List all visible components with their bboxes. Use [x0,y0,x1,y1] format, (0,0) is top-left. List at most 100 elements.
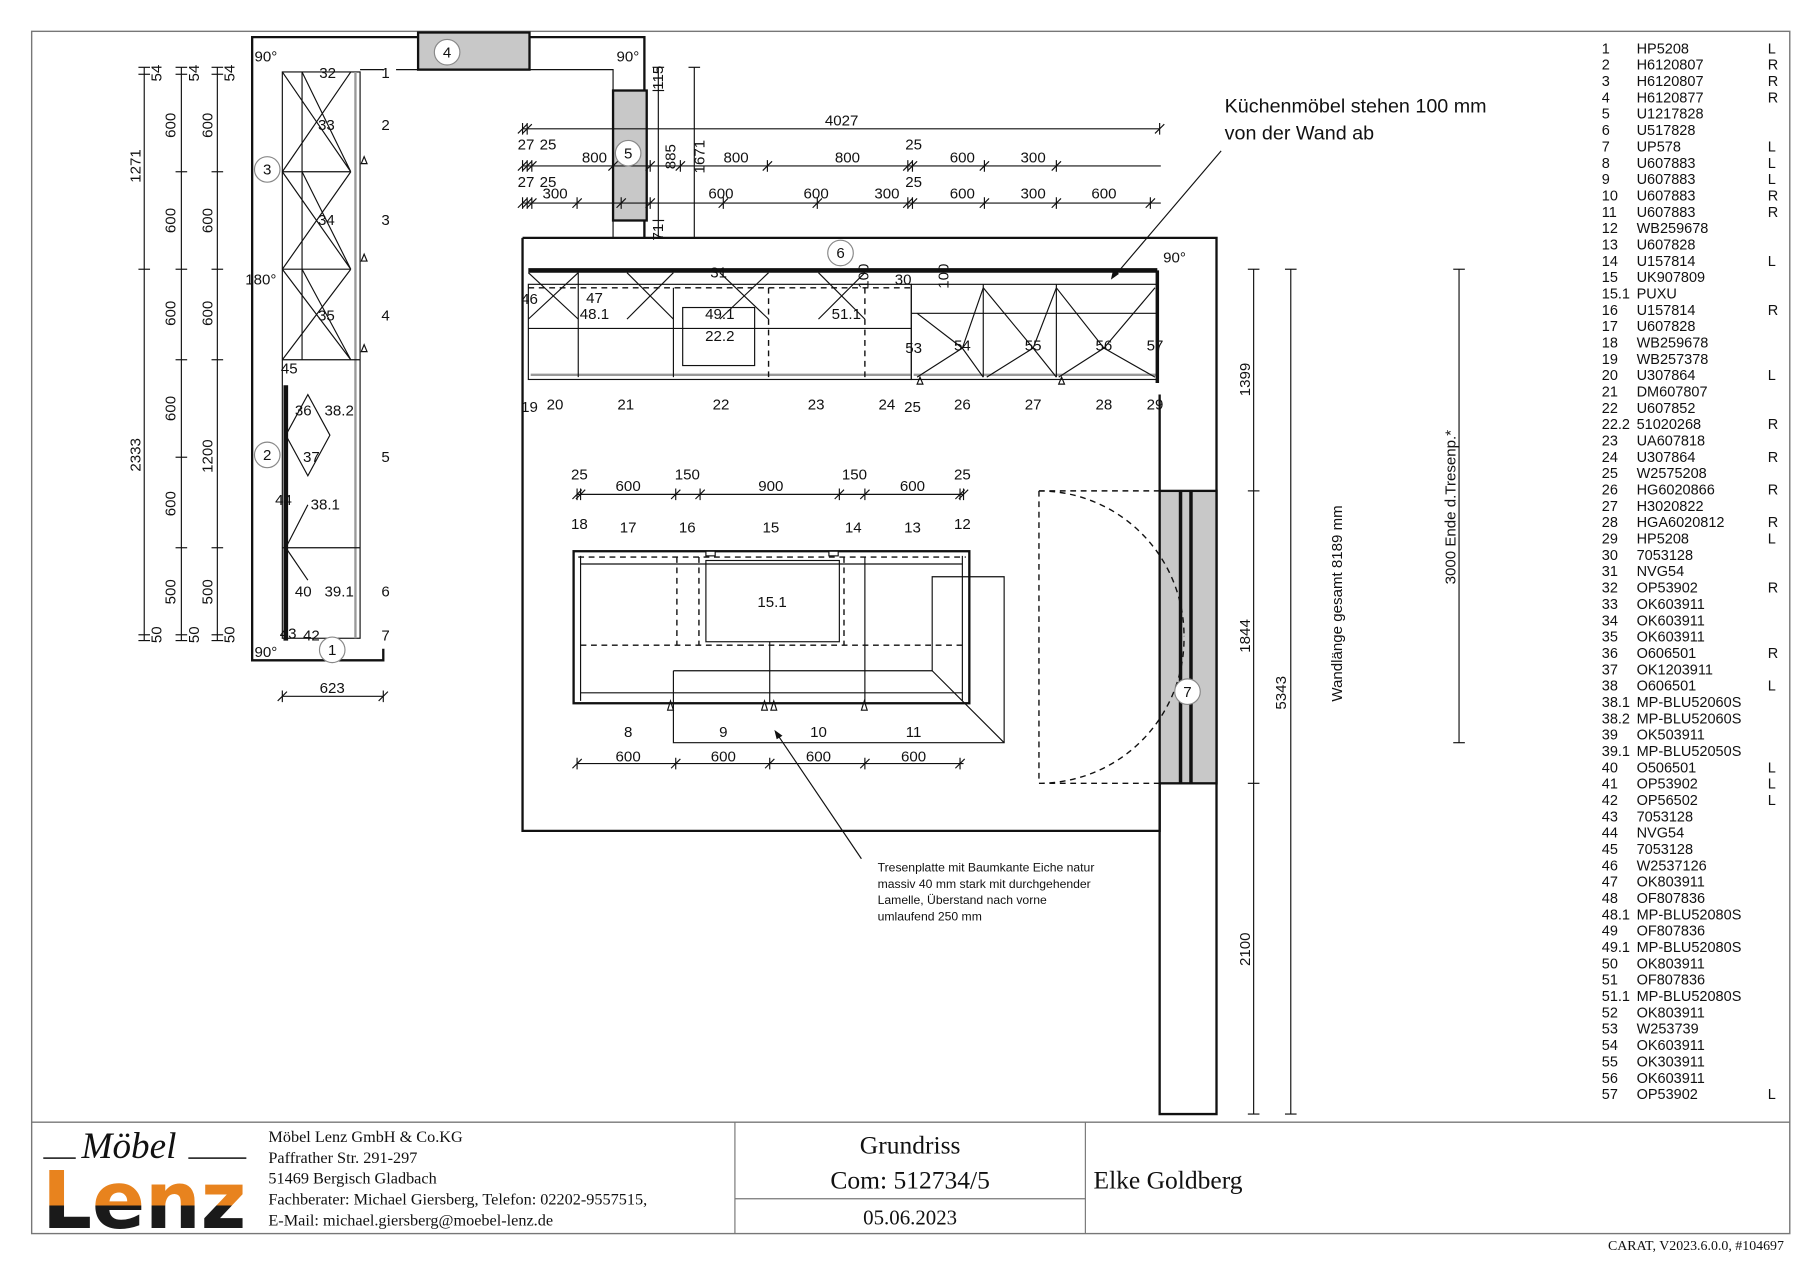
parts-list-code: W2575208 [1637,466,1707,482]
parts-list-side: R [1768,581,1778,597]
parts-list-side: L [1768,679,1776,695]
parts-list-code: H6120807 [1637,58,1704,74]
cabinet-label: 19 [521,399,538,416]
cabinet-label: 22.2 [705,328,734,345]
parts-list-side: R [1768,188,1778,204]
dimension-tick [616,197,627,209]
cabinet-label: 18 [571,516,588,533]
parts-list-code: WB257378 [1637,352,1709,368]
parts-list-code: PUXU [1637,286,1677,302]
parts-list-number: 42 [1602,793,1618,809]
parts-list-side: R [1768,483,1778,499]
cabinet-label: 36 [295,402,312,419]
parts-list-number: 51 [1602,973,1618,989]
wall-note-line-2: von der Wand ab [1225,122,1374,144]
parts-list-code: OK603911 [1637,630,1705,646]
parts-list-number: 7 [1602,139,1610,155]
parts-list-number: 32 [1602,581,1618,597]
parts-list-code: OK803911 [1637,1005,1705,1021]
cabinet-label: 23 [808,397,825,414]
parts-list-number: 27 [1602,499,1618,515]
consultant-email[interactable]: E-Mail: michael.giersberg@moebel-lenz.de [268,1211,553,1229]
cabinet-label: 20 [547,397,564,414]
dimension-label: 25 [540,174,557,191]
dimension-label: 600 [163,491,180,516]
dimension-tick [1051,160,1062,172]
parts-list-number: 48.1 [1602,907,1630,923]
dimension-label: 300 [1021,149,1046,166]
parts-list-number: 54 [1602,1038,1618,1054]
parts-list-code: MP-BLU52060S [1637,711,1742,727]
parts-list-code: 7053128 [1637,809,1693,825]
parts-list-code: U607883 [1637,188,1696,204]
cabinet-label: 22 [713,397,730,414]
dimension-label: 600 [200,113,217,138]
dimension-tick [954,757,966,770]
cabinet-label: 54 [954,337,971,354]
parts-list-number: 53 [1602,1022,1618,1038]
dimension-tick [522,123,533,135]
dimension-tick [762,160,773,172]
cabinet-label: 9 [719,724,727,741]
element-marker-5: 5 [624,145,632,162]
parts-list-number: 11 [1602,205,1617,221]
cabinet-label: 11 [906,724,922,741]
island [572,550,1005,744]
parts-list-code: OK803911 [1637,875,1705,891]
parts-list-side: L [1768,793,1776,809]
parts-list-number: 6 [1602,123,1610,139]
parts-list-number: 15 [1602,270,1618,286]
parts-list-side: L [1768,254,1776,270]
parts-list-number: 3 [1602,74,1610,90]
parts-list-side: L [1768,139,1776,155]
dimension-tick [1154,123,1165,135]
dimension-label: 25 [905,174,922,191]
dimension-label: 1844 [1237,619,1254,653]
cabinet-label: 25 [904,399,921,416]
parts-list-code: MP-BLU52080S [1637,940,1742,956]
dimension-tick [859,488,870,501]
cabinet-label: 43 [280,625,297,642]
dimension-label: 500 [200,579,217,604]
dimension-label: 150 [842,466,867,483]
dimension-label: 600 [200,208,217,233]
dimension-tick [645,160,656,172]
parts-list-code: O506501 [1637,760,1697,776]
parts-list-code: HP5208 [1637,532,1689,548]
parts-list-code: OF807836 [1637,891,1706,907]
element-marker-6: 6 [836,245,844,262]
tall-cabinet-row [281,71,368,641]
parts-list-code: O606501 [1637,679,1697,695]
parts-list-number: 51.1 [1602,989,1630,1005]
parts-list-number: 56 [1602,1071,1618,1087]
parts-list-side: R [1768,450,1778,466]
parts-list-number: 34 [1602,613,1618,629]
parts-list-code: OK603911 [1637,1038,1705,1054]
leader-arrows [774,150,1222,860]
parts-list-side: R [1768,417,1778,433]
dimension-tick [670,757,681,770]
parts-list-number: 12 [1602,221,1618,237]
counter-note-line-4: umlaufend 250 mm [878,909,982,923]
cabinet-label: 38.1 [311,496,340,513]
dimension-tick [572,197,583,209]
parts-list-code: U1217828 [1637,107,1704,123]
parts-list-number: 45 [1602,842,1618,858]
parts-list-number: 50 [1602,956,1618,972]
parts-list-code: MP-BLU52050S [1637,744,1742,760]
parts-list-number: 43 [1602,809,1618,825]
dimension-tick [526,160,537,172]
parts-list-number: 44 [1602,826,1618,842]
parts-list-number: 22 [1602,401,1618,417]
parts-list-code: HG6020866 [1637,483,1715,499]
parts-list-number: 2 [1602,58,1610,74]
cabinet-label: 28 [1096,397,1113,414]
counter-note-line-1: Tresenplatte mit Baumkante Eiche natur [878,861,1095,875]
cabinet-label: 47 [586,290,603,307]
element-marker-1: 1 [328,642,336,659]
dimension-label: 27 [518,174,535,191]
customer-name: Elke Goldberg [1093,1165,1242,1194]
cabinet-label: 29 [1147,397,1164,414]
cabinet-label: 39.1 [325,583,354,600]
